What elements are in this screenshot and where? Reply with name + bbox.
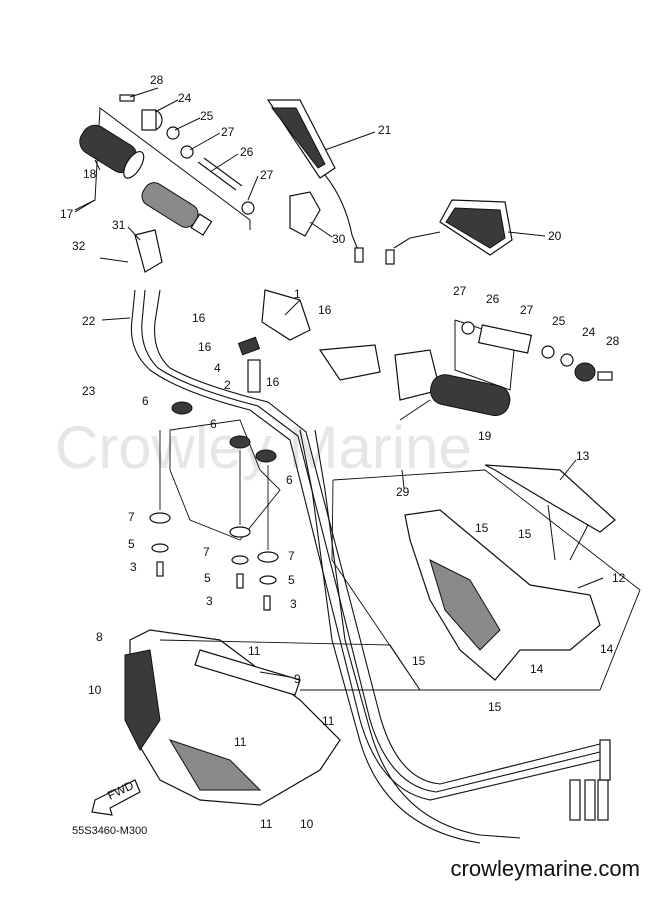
callout-6: 6 (286, 473, 293, 487)
handlebar-housing (404, 509, 601, 681)
drawing-code: 55S3460-M300 (72, 825, 147, 837)
callout-13: 13 (576, 449, 590, 463)
callout-7: 7 (203, 545, 210, 559)
callout-14: 14 (530, 662, 544, 676)
callout-11: 11 (234, 735, 247, 749)
right-grip-assembly (394, 319, 613, 417)
handlebar-mount (149, 401, 281, 611)
callout-3: 3 (206, 594, 213, 608)
callout-11: 11 (260, 817, 273, 831)
callout-27: 27 (453, 284, 467, 298)
callout-25: 25 (552, 314, 566, 328)
callout-18: 18 (83, 167, 97, 181)
callout-10: 10 (88, 683, 102, 697)
callout-15: 15 (475, 521, 489, 535)
front-cover (484, 464, 616, 561)
callout-22: 22 (82, 314, 96, 328)
throttle-cables (130, 289, 611, 844)
callout-28: 28 (606, 334, 620, 348)
callout-8: 8 (96, 630, 103, 644)
callout-30: 30 (332, 232, 346, 246)
callout-24: 24 (178, 91, 192, 105)
callout-6: 6 (142, 394, 149, 408)
callout-9: 9 (294, 672, 301, 686)
callout-17: 17 (60, 207, 74, 221)
right-mirror-assembly (266, 99, 364, 263)
callout-19: 19 (478, 429, 492, 443)
callout-3: 3 (290, 597, 297, 611)
callout-15: 15 (412, 654, 426, 668)
callout-31: 31 (112, 218, 126, 232)
callout-3: 3 (130, 560, 137, 574)
mirror-base (289, 191, 321, 237)
callout-11: 11 (248, 644, 261, 658)
callout-7: 7 (128, 510, 135, 524)
callout-11: 11 (322, 714, 335, 728)
callout-5: 5 (204, 571, 211, 585)
callout-4: 4 (214, 361, 221, 375)
callout-16: 16 (192, 311, 206, 325)
left-grip-assembly (74, 94, 255, 236)
callout-28: 28 (150, 73, 164, 87)
lower-cover (124, 629, 341, 806)
callout-2: 2 (224, 378, 231, 392)
callout-15: 15 (518, 527, 532, 541)
callout-32: 32 (72, 239, 86, 253)
callout-27: 27 (520, 303, 534, 317)
clamp (134, 229, 163, 273)
callout-7: 7 (288, 549, 295, 563)
callout-10: 10 (300, 817, 314, 831)
callout-16: 16 (266, 375, 280, 389)
callout-1: 1 (294, 287, 301, 301)
switch-housing (237, 289, 381, 393)
left-mirror-assembly (385, 199, 513, 265)
callout-12: 12 (612, 571, 626, 585)
callout-24: 24 (582, 325, 596, 339)
callout-26: 26 (486, 292, 500, 306)
leader-lines (94, 87, 604, 678)
callout-5: 5 (128, 537, 135, 551)
callouts: 28 24 25 27 26 27 18 17 21 30 20 31 32 2… (60, 73, 626, 831)
callout-21: 21 (378, 123, 392, 137)
callout-5: 5 (288, 573, 295, 587)
watermark: Crowley Marine (55, 414, 472, 481)
callout-16: 16 (318, 303, 332, 317)
callout-16: 16 (198, 340, 212, 354)
callout-26: 26 (240, 145, 254, 159)
callout-15: 15 (488, 700, 502, 714)
callout-27: 27 (221, 125, 235, 139)
callout-20: 20 (548, 229, 562, 243)
fwd-arrow: FWD (91, 778, 141, 816)
callout-29: 29 (396, 485, 410, 499)
website-footer: crowleymarine.com (450, 856, 641, 881)
callout-27: 27 (260, 168, 274, 182)
callout-6: 6 (210, 417, 217, 431)
callout-25: 25 (200, 109, 214, 123)
callout-14: 14 (600, 642, 614, 656)
callout-23: 23 (82, 384, 96, 398)
